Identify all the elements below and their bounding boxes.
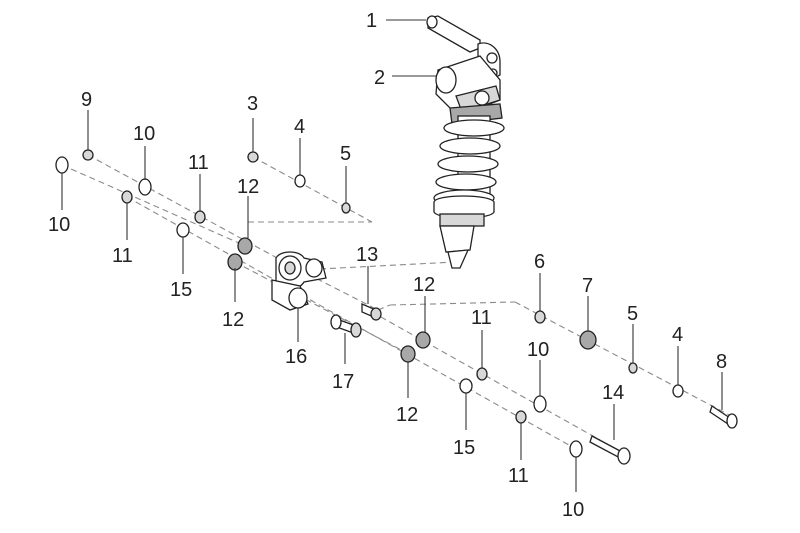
callout-12: 12 bbox=[413, 274, 435, 296]
callout-8: 8 bbox=[716, 351, 727, 373]
callout-10: 10 bbox=[562, 499, 584, 521]
callout-9: 9 bbox=[81, 89, 92, 111]
callout-11: 11 bbox=[508, 465, 529, 487]
callout-1: 1 bbox=[366, 10, 377, 32]
callout-15: 15 bbox=[453, 437, 475, 459]
callout-labels: 1 2 3 4 5 9 10 10 11 11 12 12 15 16 13 1… bbox=[48, 10, 727, 521]
callout-15: 15 bbox=[170, 279, 192, 301]
callout-14: 14 bbox=[602, 382, 624, 404]
callout-16: 16 bbox=[285, 346, 307, 368]
bolt-14 bbox=[589, 435, 631, 465]
callout-7: 7 bbox=[582, 275, 593, 297]
callout-12: 12 bbox=[237, 176, 259, 198]
callout-17: 17 bbox=[332, 371, 354, 393]
bushing-13 bbox=[361, 303, 382, 321]
shock-absorber bbox=[426, 15, 505, 269]
linkage-rocker bbox=[271, 251, 327, 311]
spacer-17 bbox=[330, 314, 362, 338]
callout-4: 4 bbox=[672, 324, 683, 346]
callout-10: 10 bbox=[527, 339, 549, 361]
callout-3: 3 bbox=[247, 93, 258, 115]
leader-lines bbox=[61, 19, 723, 492]
callout-4: 4 bbox=[294, 116, 305, 138]
callout-5: 5 bbox=[627, 303, 638, 325]
bolt-8 bbox=[709, 404, 738, 429]
callout-5: 5 bbox=[340, 143, 351, 165]
washers-seals-bearings bbox=[55, 149, 684, 458]
callout-6: 6 bbox=[534, 251, 545, 273]
assembly-axis-lines bbox=[61, 154, 736, 450]
callout-11: 11 bbox=[188, 152, 209, 174]
callout-11: 11 bbox=[471, 307, 492, 329]
callout-12: 12 bbox=[396, 404, 418, 426]
spring-coils bbox=[433, 119, 505, 207]
callout-12: 12 bbox=[222, 309, 244, 331]
callout-13: 13 bbox=[356, 244, 378, 266]
callout-11: 11 bbox=[112, 245, 133, 267]
callout-10: 10 bbox=[48, 214, 70, 236]
callout-10: 10 bbox=[133, 123, 155, 145]
callout-2: 2 bbox=[374, 67, 385, 89]
